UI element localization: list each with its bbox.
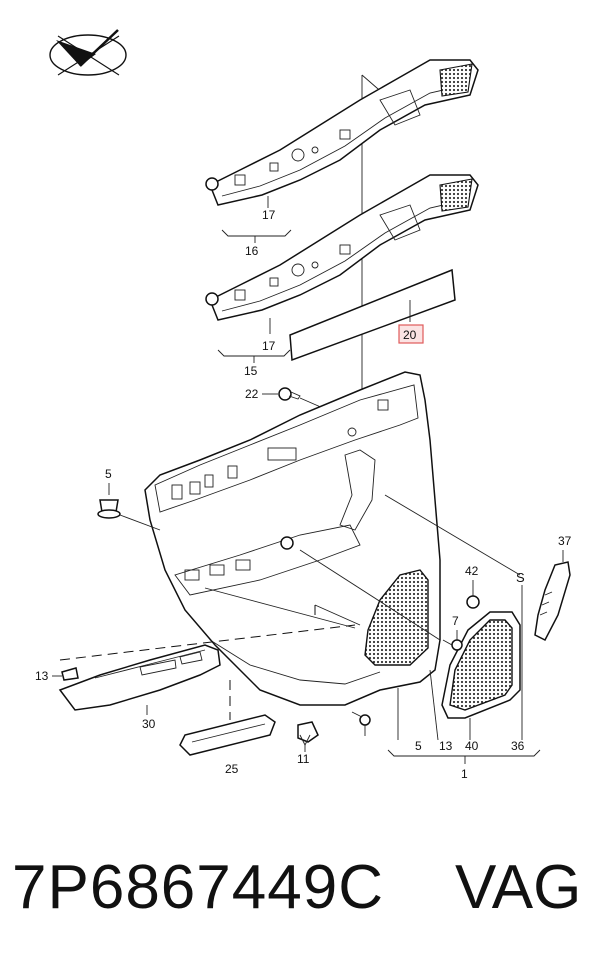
callout-40: 40 — [465, 739, 479, 753]
armrest-trim-lower — [205, 174, 479, 321]
callout-5-left: 5 — [105, 467, 112, 481]
screw-22 — [278, 387, 301, 401]
storage-pocket-30 — [58, 644, 221, 711]
clip-13 — [61, 667, 79, 681]
callout-16: 16 — [245, 244, 259, 258]
armrest-trim-upper — [205, 59, 479, 206]
handle-trim-37 — [534, 561, 571, 642]
clip-5 — [97, 499, 121, 519]
door-trim-panel — [144, 371, 441, 706]
callout-17-lower: 17 — [262, 339, 276, 353]
callout-25: 25 — [225, 762, 239, 776]
clip-11 — [297, 721, 319, 747]
callout-37: 37 — [558, 534, 572, 548]
callout-1: 1 — [461, 767, 468, 781]
callout-13-left: 13 — [35, 669, 49, 683]
decor-strip — [289, 268, 456, 362]
nut-42 — [466, 595, 480, 609]
trim-strip-25 — [179, 714, 276, 756]
callout-15: 15 — [244, 364, 258, 378]
callout-20[interactable]: 20 — [403, 328, 417, 342]
callout-20-highlight[interactable] — [398, 324, 424, 344]
callout-7: 7 — [452, 614, 459, 628]
brand-label: VAG — [455, 853, 582, 922]
screw-7 — [442, 639, 463, 651]
screw-10 — [351, 711, 371, 726]
callout-13-bottom: 13 — [439, 739, 453, 753]
callout-17-upper: 17 — [262, 208, 276, 222]
speaker-grille-40 — [441, 611, 521, 719]
callout-22: 22 — [245, 387, 259, 401]
callout-30: 30 — [142, 717, 156, 731]
callout-11: 11 — [297, 752, 310, 766]
callout-5-bottom: 5 — [415, 739, 422, 753]
s-marker: S — [516, 570, 525, 585]
part-number: 7P6867449C — [12, 853, 384, 922]
orientation-arrow-icon — [49, 29, 127, 76]
callout-42: 42 — [465, 564, 479, 578]
callout-36: 36 — [511, 739, 525, 753]
